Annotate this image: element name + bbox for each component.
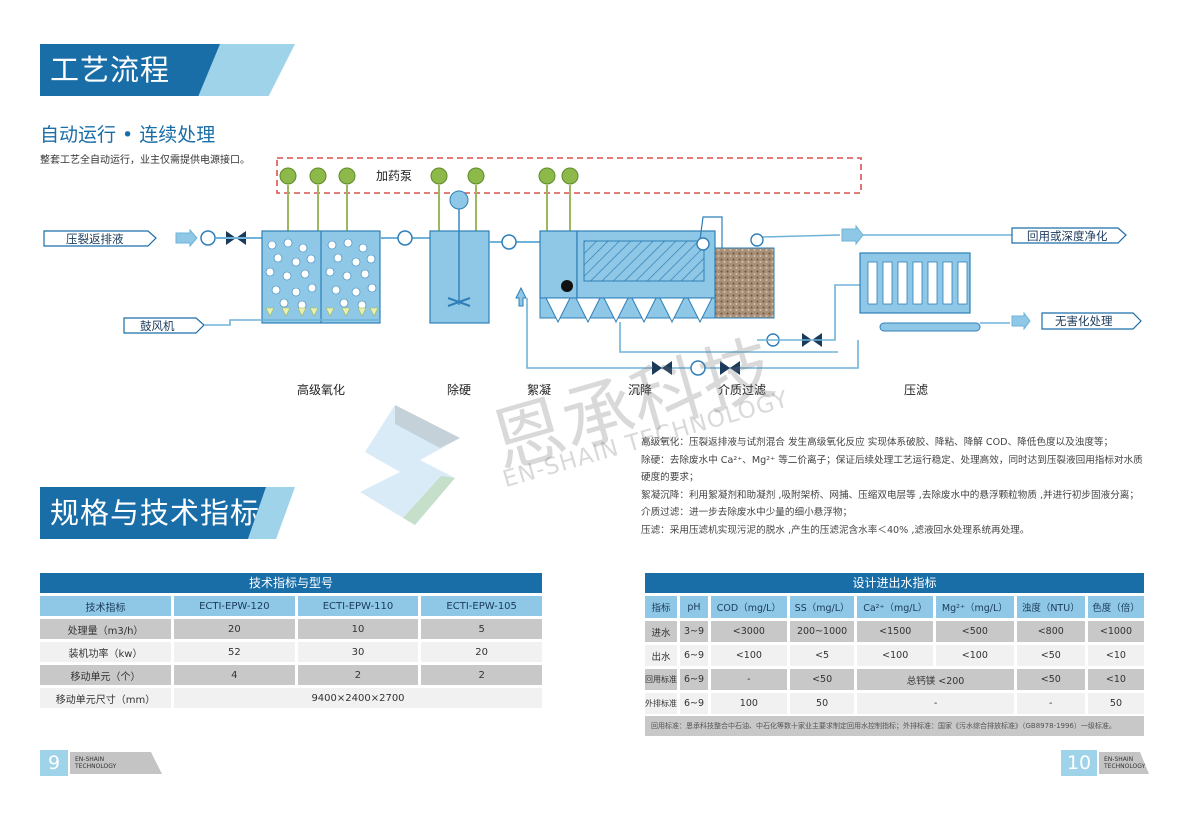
- process-notes: 高级氧化：压裂返排液与试剂混合 发生高级氧化反应 实现体系破胶、降粘、降解 CO…: [641, 434, 1156, 539]
- water-cell: 总钙镁 <200: [857, 669, 1014, 690]
- water-header: 指标: [645, 596, 677, 618]
- water-cell: <50: [789, 669, 855, 690]
- process-description: 整套工艺全自动运行，业主仅需提供电源接口。: [40, 155, 250, 166]
- page-number: 10: [1061, 750, 1097, 776]
- spec-header: ECTI-EPW-110: [297, 596, 419, 616]
- spec-cell: 5: [421, 619, 542, 639]
- stage-label: 压滤: [904, 383, 929, 397]
- water-cell: -: [1016, 693, 1085, 714]
- spec-header: 技术指标: [40, 596, 171, 616]
- stage-label: 除硬: [447, 383, 472, 397]
- process-heading: 工艺流程: [40, 44, 220, 96]
- water-cell: <50: [1016, 645, 1085, 666]
- water-cell: <50: [1016, 669, 1085, 690]
- spec-cell: 52: [174, 642, 295, 662]
- water-header: 色度（倍）: [1087, 596, 1144, 618]
- water-cell: 外排标准: [645, 693, 677, 714]
- water-header: Mg²⁺（mg/L）: [936, 596, 1014, 618]
- spec-header: ECTI-EPW-120: [174, 596, 295, 616]
- water-footnote: 回用标准：恩承科技整合中石油、中石化等数十家业主要求制定回用水控制指标；外排标准…: [645, 716, 1144, 736]
- water-cell: -: [711, 669, 787, 690]
- spec-header: ECTI-EPW-105: [421, 596, 542, 616]
- spec-cell: 移动单元尺寸（mm）: [40, 688, 171, 708]
- spec-cell: 10: [297, 619, 419, 639]
- water-cell: 出水: [645, 645, 677, 666]
- water-cell: <100: [936, 645, 1014, 666]
- water-table: 指标 pH COD（mg/L） SS（mg/L） Ca²⁺（mg/L） Mg²⁺…: [642, 593, 1147, 717]
- spec-cell: 30: [297, 642, 419, 662]
- watermark-logo: [360, 405, 460, 525]
- spec-cell: 2: [297, 665, 419, 685]
- process-diagram: 加药泵 压裂返排液 鼓风机: [43, 157, 1142, 376]
- process-subtitle: 自动运行 • 连续处理: [40, 124, 216, 146]
- water-cell: <100: [711, 645, 787, 666]
- note-line: 硬度的要求；: [641, 472, 699, 483]
- water-cell: 50: [1087, 693, 1144, 714]
- brand-tag: EN-SHAIN TECHNOLOGY: [70, 752, 162, 774]
- note-line: 絮凝沉降：利用絮凝剂和助凝剂 ,吸附架桥、网捕、压缩双电层等 ,去除废水中的悬浮…: [641, 489, 1139, 501]
- spec-cell: 4: [174, 665, 295, 685]
- media-filter: [714, 247, 775, 319]
- dosing-label: 加药泵: [376, 169, 412, 183]
- stage-label: 介质过滤: [718, 383, 767, 397]
- water-cell: <500: [936, 621, 1014, 642]
- note-line: 介质过滤：进一步去除废水中少量的细小悬浮物；: [641, 507, 853, 518]
- spec-cell: 装机功率（kw）: [40, 642, 171, 662]
- brand-line: TECHNOLOGY: [1104, 763, 1146, 770]
- water-cell: <10: [1087, 669, 1144, 690]
- water-header: SS（mg/L）: [789, 596, 855, 618]
- harmless-label: 无害化处理: [1055, 314, 1113, 328]
- process-banner: 工艺流程: [40, 44, 295, 96]
- specs-banner: 规格与技术指标: [40, 487, 295, 539]
- water-cell: <5: [789, 645, 855, 666]
- water-cell: 6~9: [680, 669, 708, 690]
- water-cell: <3000: [711, 621, 787, 642]
- note-line: 除硬：去除废水中 Ca²⁺、Mg²⁺ 等二价离子；保证后续处理工艺运行稳定、处理…: [641, 454, 1143, 466]
- brand-line: EN-SHAIN: [75, 756, 105, 763]
- water-cell: <1500: [857, 621, 933, 642]
- spec-cell: 20: [174, 619, 295, 639]
- water-cell: 50: [789, 693, 855, 714]
- water-cell: <10: [1087, 645, 1144, 666]
- brand-line: TECHNOLOGY: [75, 763, 117, 770]
- dosing-pump-heads: [279, 167, 579, 185]
- water-cell: <100: [857, 645, 933, 666]
- water-table-title: 设计进出水指标: [645, 573, 1144, 593]
- spec-table-title: 技术指标与型号: [40, 573, 542, 593]
- brand-line: EN-SHAIN: [1104, 756, 1134, 763]
- spec-cell: 9400×2400×2700: [174, 688, 542, 708]
- inlet-label: 压裂返排液: [66, 232, 124, 246]
- reuse-label: 回用或深度净化: [1027, 229, 1108, 243]
- spec-cell: 2: [421, 665, 542, 685]
- brand-tag: EN-SHAIN TECHNOLOGY: [1099, 752, 1149, 774]
- dosing-pumps: [287, 185, 571, 231]
- spec-cell: 20: [421, 642, 542, 662]
- water-cell: 进水: [645, 621, 677, 642]
- stage-label: 沉降: [628, 383, 653, 397]
- water-cell: 6~9: [680, 693, 708, 714]
- page-number: 9: [40, 750, 68, 776]
- water-header: COD（mg/L）: [711, 596, 787, 618]
- blower-label: 鼓风机: [140, 319, 175, 333]
- water-header: 浊度（NTU）: [1016, 596, 1085, 618]
- spec-cell: 处理量（m3/h）: [40, 619, 171, 639]
- water-header: pH: [680, 596, 708, 618]
- stage-label: 絮凝: [527, 383, 552, 397]
- spec-table: 技术指标 ECTI-EPW-120 ECTI-EPW-110 ECTI-EPW-…: [37, 593, 545, 711]
- water-cell: 回用标准: [645, 669, 677, 690]
- water-cell: 6~9: [680, 645, 708, 666]
- spec-cell: 移动单元（个）: [40, 665, 171, 685]
- specs-heading: 规格与技术指标: [40, 487, 266, 539]
- water-cell: <1000: [1087, 621, 1144, 642]
- water-cell: 3~9: [680, 621, 708, 642]
- water-cell: <800: [1016, 621, 1085, 642]
- note-line: 高级氧化：压裂返排液与试剂混合 发生高级氧化反应 实现体系破胶、降粘、降解 CO…: [641, 437, 1114, 448]
- stage-label: 高级氧化: [297, 383, 346, 397]
- water-cell: 100: [711, 693, 787, 714]
- water-cell: 200~1000: [789, 621, 855, 642]
- water-cell: -: [857, 693, 1014, 714]
- note-line: 压滤：采用压滤机实现污泥的脱水 ,产生的压滤泥含水率＜40% ,滤液回水处理系统…: [641, 524, 1030, 536]
- water-header: Ca²⁺（mg/L）: [857, 596, 933, 618]
